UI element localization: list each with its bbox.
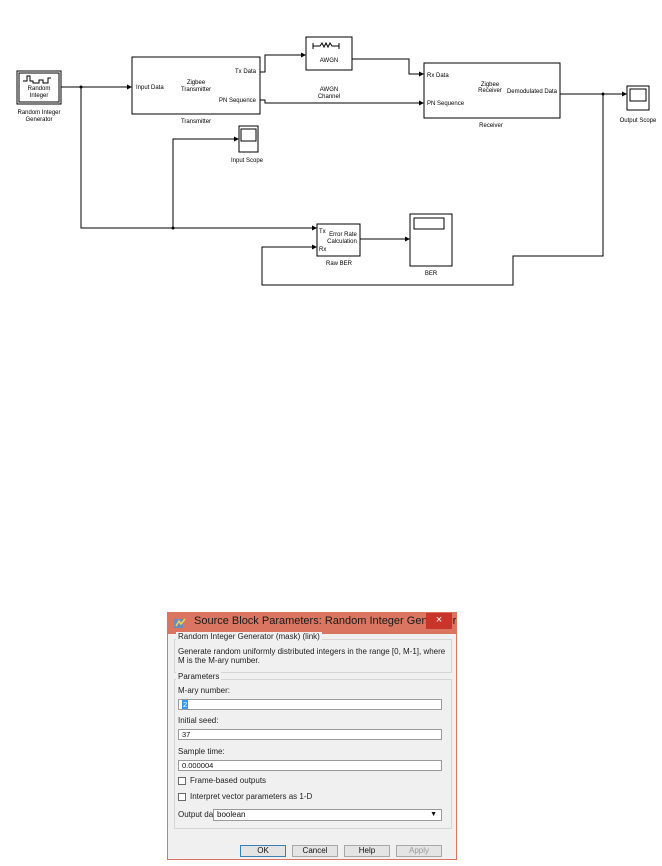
source-block-parameters-dialog: Source Block Parameters: Random Integer … (167, 612, 457, 860)
receiver-title2: Receiver (478, 88, 502, 94)
output-dtype-label: Output data type: (178, 810, 240, 819)
transmitter-block[interactable]: Zigbee Transmitter Input Data Tx Data PN… (131, 56, 261, 115)
frame-based-label: Frame-based outputs (190, 776, 267, 785)
output-scope-caption: Output Scope (620, 118, 657, 124)
receiver-in-port-1: Rx Data (427, 73, 449, 79)
dialog-title: Source Block Parameters: Random Integer … (194, 615, 457, 627)
mask-header: Random Integer Generator (mask) (link) (176, 632, 322, 641)
transmitter-caption: Transmitter (181, 119, 211, 125)
error-rate-block[interactable]: Error Rate Calculation Tx Rx (316, 223, 361, 257)
sample-time-input[interactable]: 0.000004 (178, 760, 442, 771)
initial-seed-input[interactable]: 37 (178, 729, 442, 740)
receiver-caption: Receiver (479, 123, 503, 129)
ok-button[interactable]: OK (240, 845, 286, 857)
transmitter-title1: Zigbee (187, 80, 206, 86)
frame-based-checkbox[interactable] (178, 777, 186, 785)
transmitter-out-port-1: Tx Data (235, 69, 257, 75)
receiver-in-port-2: PN Sequence (427, 101, 465, 107)
close-icon: × (435, 614, 443, 626)
output-dtype-value: boolean (217, 810, 246, 819)
awgn-caption2: Channel (318, 94, 340, 100)
error-rate-title1: Error Rate (329, 232, 357, 238)
random-block-line1: Random (28, 86, 51, 92)
simulink-app-icon (174, 618, 186, 628)
mask-description: Generate random uniformly distributed in… (178, 647, 446, 665)
error-rate-title2: Calculation (327, 239, 357, 245)
random-integer-block[interactable]: Random Integer (16, 70, 62, 105)
receiver-out-port: Demodulated Data (507, 89, 558, 95)
chevron-down-icon: ▼ (430, 811, 437, 818)
awgn-noise-icon (313, 41, 339, 49)
signal-lines (61, 52, 627, 286)
apply-button[interactable]: Apply (396, 845, 442, 857)
input-scope-block[interactable] (238, 125, 259, 153)
ber-caption: BER (425, 271, 438, 277)
transmitter-out-port-2: PN Sequence (219, 98, 257, 104)
input-scope-caption: Input Scope (231, 158, 264, 164)
random-block-caption1: Random Integer (17, 110, 60, 116)
awgn-block-label: AWGN (320, 58, 338, 64)
help-button[interactable]: Help (344, 845, 390, 857)
random-block-caption2: Generator (25, 117, 52, 123)
awgn-block[interactable]: AWGN (305, 36, 353, 71)
simulink-diagram: Random Integer Random Integer Generator … (16, 36, 657, 286)
sample-time-label: Sample time: (178, 747, 225, 756)
mary-number-label: M-ary number: (178, 686, 231, 695)
receiver-title1: Zigbee (481, 82, 500, 88)
error-rate-in-port-1: Tx (319, 229, 326, 235)
close-button[interactable]: × (426, 613, 452, 629)
awgn-caption1: AWGN (320, 87, 338, 93)
interpret-1d-checkbox[interactable] (178, 793, 186, 801)
random-block-line2: Integer (30, 93, 49, 99)
dialog-titlebar[interactable]: Source Block Parameters: Random Integer … (168, 613, 456, 634)
error-rate-caption: Raw BER (326, 261, 353, 267)
cancel-button[interactable]: Cancel (292, 845, 338, 857)
interpret-1d-label: Interpret vector parameters as 1-D (190, 792, 313, 801)
output-dtype-select[interactable]: boolean ▼ (213, 809, 442, 821)
mary-number-value: 2 (182, 700, 189, 709)
receiver-block[interactable]: Zigbee Receiver Rx Data PN Sequence Demo… (423, 62, 561, 119)
ber-display-block[interactable] (409, 213, 453, 267)
random-signal-icon (23, 75, 51, 84)
output-scope-block[interactable] (626, 85, 650, 111)
mary-number-input[interactable]: 2 (178, 699, 442, 710)
error-rate-in-port-2: Rx (319, 247, 326, 253)
parameters-group (174, 679, 452, 829)
transmitter-title2: Transmitter (181, 87, 211, 93)
initial-seed-label: Initial seed: (178, 716, 219, 725)
parameters-header: Parameters (176, 672, 222, 681)
transmitter-in-port: Input Data (136, 85, 164, 91)
